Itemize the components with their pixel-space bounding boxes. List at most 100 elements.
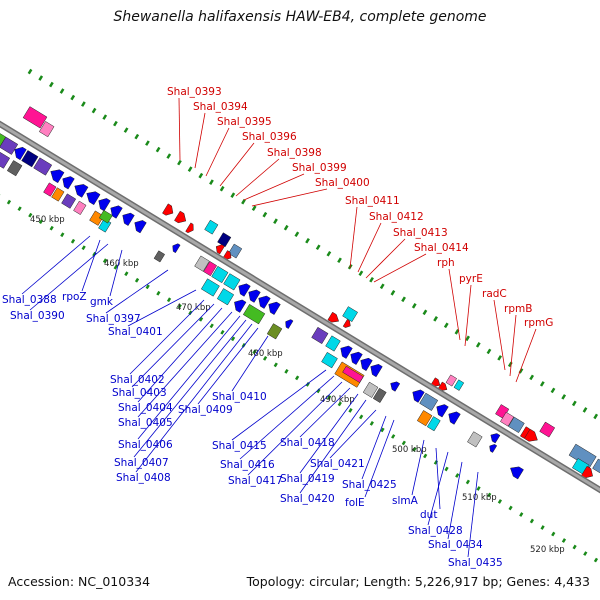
reverse-gene-label: Shal_0402 bbox=[110, 374, 165, 386]
reverse-label-leader bbox=[131, 303, 215, 388]
reverse-gene bbox=[223, 273, 241, 291]
reverse-gene-label: rpoZ bbox=[62, 291, 87, 303]
reverse-gene-label: Shal_0397 bbox=[86, 313, 141, 325]
forward-gene bbox=[430, 377, 441, 387]
reverse-gene bbox=[248, 289, 261, 303]
tick-mark-inner bbox=[508, 505, 513, 511]
tick-mark-inner bbox=[209, 323, 214, 329]
outer-tick-ring bbox=[27, 68, 599, 420]
tick-mark-inner bbox=[49, 225, 54, 231]
reverse-gene-label: folE bbox=[345, 497, 365, 509]
reverse-label-leader bbox=[361, 415, 387, 480]
reverse-gene bbox=[350, 351, 363, 365]
tick-mark-outer bbox=[49, 81, 54, 88]
kbp-label: 480 kbp bbox=[248, 349, 283, 359]
reverse-label-leader bbox=[137, 311, 233, 418]
reverse-gene bbox=[51, 187, 65, 202]
reverse-label-leader bbox=[247, 381, 343, 476]
tick-mark-inner bbox=[348, 408, 353, 413]
tick-mark-inner bbox=[17, 206, 22, 212]
forward-gene bbox=[185, 222, 194, 234]
reverse-label-leader bbox=[435, 447, 441, 510]
forward-gene bbox=[453, 379, 465, 391]
tick-mark-inner bbox=[198, 316, 204, 322]
forward-gene-label: rpmB bbox=[504, 303, 532, 315]
reverse-label-leader bbox=[197, 327, 259, 405]
reverse-gene bbox=[33, 157, 53, 176]
kbp-label: 520 kbp bbox=[530, 545, 565, 555]
reverse-label-leader bbox=[137, 307, 223, 403]
tick-mark-outer bbox=[283, 224, 289, 231]
tick-mark-outer bbox=[571, 400, 577, 407]
reverse-gene bbox=[242, 303, 266, 325]
reverse-gene bbox=[311, 326, 329, 345]
forward-label-leader bbox=[243, 173, 305, 201]
tick-mark-inner bbox=[113, 264, 118, 270]
reverse-gene bbox=[61, 193, 77, 209]
tick-mark-inner bbox=[177, 303, 182, 309]
forward-gene-label: Shal_0400 bbox=[315, 177, 370, 189]
forward-gene bbox=[508, 416, 525, 434]
tick-mark-inner bbox=[359, 414, 364, 420]
reverse-gene bbox=[194, 255, 210, 272]
reverse-label-leader bbox=[329, 409, 377, 459]
tick-mark-outer bbox=[465, 335, 470, 342]
reverse-gene bbox=[490, 433, 501, 444]
tick-mark-inner bbox=[28, 212, 33, 218]
forward-label-leader bbox=[194, 112, 206, 169]
reverse-gene bbox=[416, 410, 433, 427]
tick-mark-outer bbox=[401, 296, 406, 303]
forward-label-leader bbox=[448, 268, 461, 341]
tick-mark-inner bbox=[295, 375, 300, 381]
tick-mark-outer bbox=[454, 329, 460, 335]
reverse-gene-label: Shal_0406 bbox=[118, 439, 173, 451]
tick-mark-outer bbox=[550, 387, 556, 394]
reverse-gene bbox=[122, 212, 135, 226]
tick-mark-outer bbox=[209, 179, 214, 185]
tick-mark-outer bbox=[315, 244, 321, 251]
reverse-gene-label: Shal_0407 bbox=[114, 457, 169, 469]
forward-gene-label: Shal_0414 bbox=[414, 242, 469, 254]
forward-gene bbox=[539, 421, 556, 438]
forward-label-leader bbox=[373, 253, 427, 283]
reverse-gene bbox=[342, 365, 364, 383]
tick-mark-outer bbox=[230, 192, 236, 198]
tick-mark-inner bbox=[561, 538, 567, 543]
forward-label-leader bbox=[235, 158, 280, 197]
reverse-gene bbox=[370, 363, 383, 378]
tick-mark-inner bbox=[337, 401, 342, 407]
reverse-label-leader bbox=[135, 323, 253, 473]
tick-mark-outer bbox=[390, 290, 396, 296]
reverse-label-leader bbox=[129, 299, 205, 375]
tick-mark-inner bbox=[455, 473, 460, 478]
tick-mark-inner bbox=[412, 447, 417, 452]
forward-gene bbox=[38, 121, 55, 138]
tick-mark-inner bbox=[230, 336, 236, 342]
reverse-gene-label: Shal_0415 bbox=[212, 440, 267, 452]
tick-mark-outer bbox=[38, 75, 44, 81]
reverse-gene bbox=[268, 301, 281, 315]
forward-gene-label: Shal_0412 bbox=[369, 211, 424, 223]
reverse-gene bbox=[74, 184, 89, 198]
reverse-label-leader bbox=[411, 439, 425, 496]
tick-mark-inner bbox=[540, 525, 545, 530]
reverse-label-leader bbox=[231, 369, 327, 441]
tick-mark-outer bbox=[198, 172, 204, 179]
tick-mark-outer bbox=[326, 250, 332, 257]
tick-mark-inner bbox=[465, 479, 470, 485]
reverse-gene bbox=[6, 160, 23, 177]
reverse-gene bbox=[50, 169, 65, 184]
tick-mark-outer bbox=[518, 368, 524, 374]
forward-gene bbox=[580, 465, 594, 479]
forward-gene-label: Shal_0395 bbox=[217, 116, 272, 128]
reverse-label-leader bbox=[467, 471, 479, 558]
forward-label-leader bbox=[251, 188, 328, 207]
tick-mark-outer bbox=[305, 237, 310, 244]
forward-gene-label: Shal_0393 bbox=[167, 86, 222, 98]
reverse-gene-label: Shal_0425 bbox=[342, 479, 397, 491]
reverse-gene-label: Shal_0417 bbox=[228, 475, 283, 487]
tick-mark-outer bbox=[145, 140, 150, 146]
reverse-gene bbox=[0, 136, 19, 155]
